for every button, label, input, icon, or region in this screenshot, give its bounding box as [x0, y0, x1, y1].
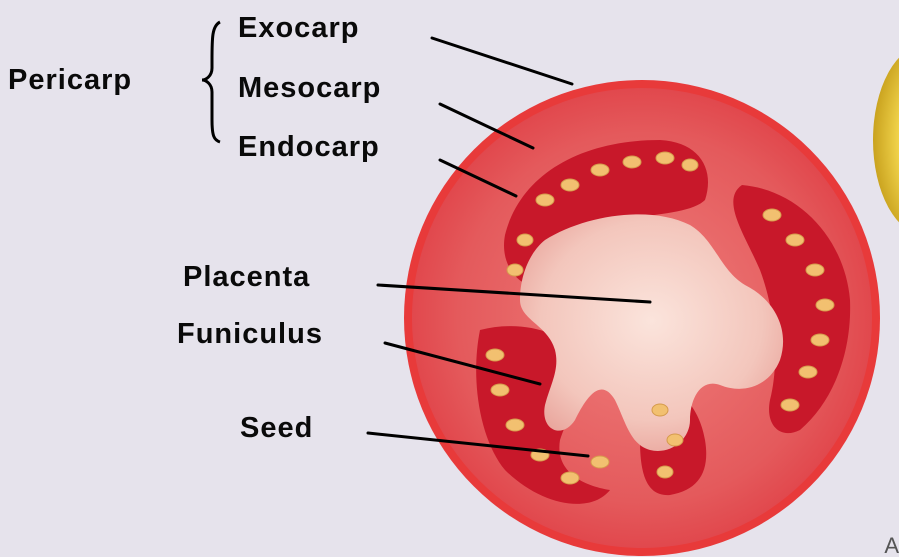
exocarp-label: Exocarp	[238, 14, 359, 43]
corner-mark: A	[884, 535, 899, 557]
mesocarp-label: Mesocarp	[238, 74, 381, 103]
funiculus-label: Funiculus	[177, 320, 323, 349]
background-fruit	[873, 45, 899, 235]
placenta-label: Placenta	[183, 263, 310, 292]
seed-label: Seed	[240, 414, 313, 443]
endocarp-label: Endocarp	[238, 133, 380, 162]
exocarp-leader-line	[432, 38, 572, 84]
pericarp-brace	[202, 22, 220, 142]
pericarp-label: Pericarp	[8, 66, 132, 95]
